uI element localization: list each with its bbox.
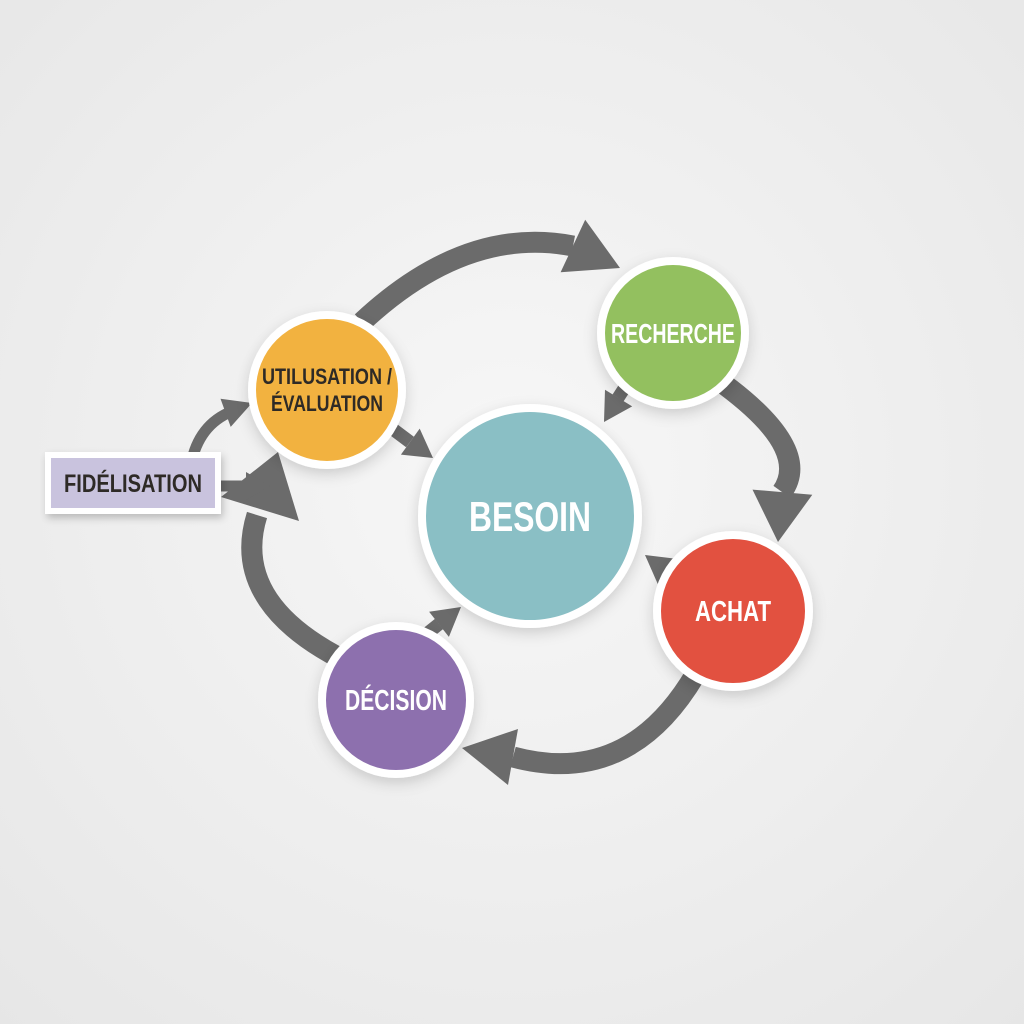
arrow-head-icon	[560, 219, 620, 273]
arrow-achat-to-decision	[462, 669, 705, 785]
arrow-fidelisation-connector	[221, 472, 270, 500]
arrow-head-icon	[752, 489, 813, 542]
arrow-shaft	[718, 376, 801, 499]
arrow-shaft	[510, 669, 705, 775]
node-utilisation-evaluation-circle	[248, 311, 406, 469]
arrow-shaft	[354, 231, 576, 330]
node-recherche-circle	[597, 257, 749, 409]
node-besoin: BESOIN	[418, 404, 642, 628]
node-decision: DÉCISION	[318, 622, 474, 778]
arrow-head-icon	[604, 389, 633, 422]
arrow-shaft	[241, 511, 365, 678]
node-utilisation-label-line1: UTILUSATION /	[262, 364, 392, 389]
node-achat-label: ACHAT	[695, 596, 771, 628]
node-decision-label: DÉCISION	[345, 683, 447, 717]
node-utilisation-label-line2: ÉVALUATION	[271, 391, 383, 416]
arrow-utilisation-to-recherche	[354, 219, 620, 330]
node-recherche-label: RECHERCHE	[611, 318, 735, 349]
arrow-head-icon	[645, 555, 677, 585]
arrow-head-icon	[220, 398, 252, 427]
node-besoin-circle	[418, 404, 642, 628]
fidelisation-arrows	[184, 398, 270, 500]
node-decision-circle	[318, 622, 474, 778]
fidelisation-label-box: FIDÉLISATION	[45, 452, 221, 514]
arrow-head-icon	[246, 472, 270, 500]
node-besoin-label: BESOIN	[469, 493, 591, 540]
node-utilisation-evaluation: UTILUSATION / ÉVALUATION	[248, 311, 406, 469]
arrow-recherche-to-achat	[718, 376, 813, 542]
node-recherche: RECHERCHE	[597, 257, 749, 409]
node-achat-circle	[653, 531, 813, 691]
fidelisation-label: FIDÉLISATION	[64, 469, 202, 498]
arrow-head-icon	[462, 729, 518, 785]
node-achat: ACHAT	[653, 531, 813, 691]
fidelisation-box	[45, 452, 221, 514]
arrow-head-icon	[429, 607, 461, 637]
arrow-head-icon	[400, 428, 433, 458]
